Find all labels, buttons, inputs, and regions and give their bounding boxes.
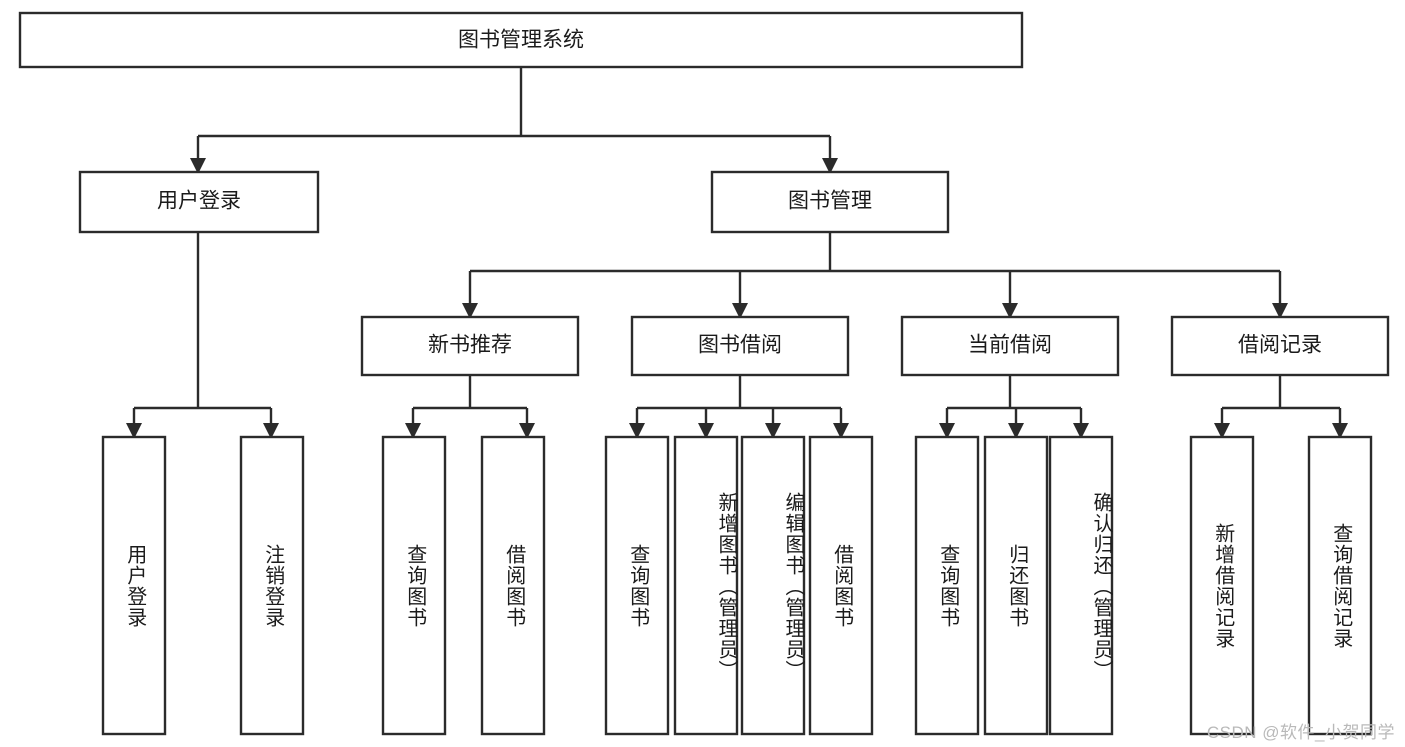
node-current-borrow-label: 当前借阅: [968, 334, 1052, 357]
connector-bookborrow-to-leaves: [629, 375, 849, 439]
leaf-box-confirm-return-admin[interactable]: [1048, 435, 1114, 736]
node-new-book-recommend-label: 新书推荐: [428, 334, 512, 357]
node-user-login[interactable]: 用户登录: [78, 170, 320, 234]
connector-borrowrecord-to-leaves: [1214, 375, 1348, 439]
leaf-box-add-book-admin[interactable]: [673, 435, 739, 736]
leaf-box-user-login[interactable]: [101, 435, 167, 736]
node-root-system-label: 图书管理系统: [458, 29, 584, 52]
connector-root-to-level2: [190, 67, 838, 174]
watermark-text: CSDN @软件_小贺同学: [1206, 723, 1395, 742]
node-book-management-label: 图书管理: [788, 190, 872, 213]
leaf-box-add-borrow-record[interactable]: [1189, 435, 1255, 736]
node-borrow-record[interactable]: 借阅记录: [1170, 315, 1390, 377]
node-root-system[interactable]: 图书管理系统: [18, 11, 1024, 69]
leaf-box-query-book-current[interactable]: [914, 435, 980, 736]
node-book-borrow-label: 图书借阅: [698, 334, 782, 357]
leaf-box-return-book[interactable]: [983, 435, 1049, 736]
node-book-borrow[interactable]: 图书借阅: [630, 315, 850, 377]
connector-userlogin-to-leaves: [126, 232, 279, 439]
leaf-box-query-book-borrow[interactable]: [604, 435, 670, 736]
node-new-book-recommend[interactable]: 新书推荐: [360, 315, 580, 377]
connector-currentborrow-to-leaves: [939, 375, 1089, 439]
leaf-box-query-borrow-record[interactable]: [1307, 435, 1373, 736]
connector-newbook-to-leaves: [405, 375, 535, 439]
node-current-borrow[interactable]: 当前借阅: [900, 315, 1120, 377]
leaf-box-logout[interactable]: [239, 435, 305, 736]
connector-bookmgmt-to-level3: [462, 232, 1288, 319]
leaf-box-edit-book-admin[interactable]: [740, 435, 806, 736]
node-borrow-record-label: 借阅记录: [1238, 334, 1322, 357]
leaf-box-borrow-book-rec[interactable]: [480, 435, 546, 736]
leaf-box-query-book-rec[interactable]: [381, 435, 447, 736]
node-book-management[interactable]: 图书管理: [710, 170, 950, 234]
node-user-login-label: 用户登录: [157, 190, 241, 213]
leaf-box-borrow-book[interactable]: [808, 435, 874, 736]
